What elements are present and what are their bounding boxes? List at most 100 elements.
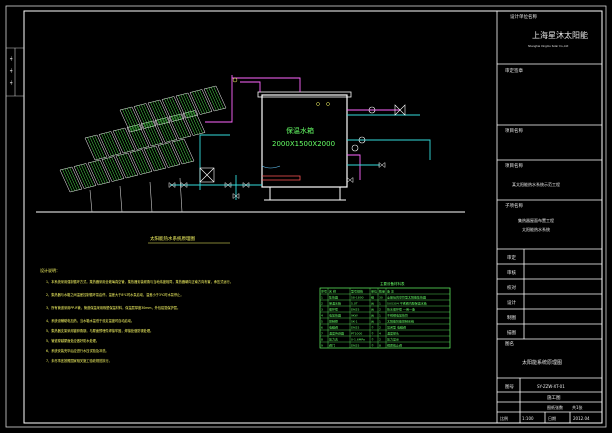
pump-station [199,167,215,183]
scale-value: 1:100 [522,416,534,421]
collector-supports [89,177,183,213]
scale-label: 比例 [500,415,508,421]
note-line-0: 1、本系统采用强制循环方式，集热器采用全玻璃真空管，集热器安装倾角与当地纬度相同… [46,279,233,284]
table-cell: 7 [321,332,323,336]
table-header-cell: 备 注 [387,289,394,294]
collector-panel [133,103,157,129]
table-cell: PT1000 [351,332,362,336]
binding-strip [6,47,24,97]
table-cell: 铜质截止阀 [387,343,402,348]
sheet-label: 图纸张数 [547,404,563,410]
note-line-2: 3、所有管道采用PP-R管，管道保温采用橡塑保温材料，保温层厚度30mm，外包铝… [46,305,180,310]
tank-label: 保温水箱 [286,126,314,135]
pressure-gauges [232,77,330,106]
table-cell: 个 [371,338,374,342]
note-line-3: 4、系统设辅助电加热，当水箱水温低于设定温度时自动启动。 [46,318,134,323]
hot-water-pipes [205,75,400,180]
collector-panel [119,106,143,133]
table-cell: 2 [379,338,381,342]
svg-text:╪: ╪ [9,68,13,73]
outer-frame [5,5,607,428]
title-block [496,11,602,423]
date-value: 2012.04 [573,416,590,421]
stage: 施工图 [547,394,561,401]
project-label: 项目名称 [505,127,523,134]
table-cell: 电加热器 [329,313,341,318]
binding-mark: ╪ [9,56,13,61]
table-cell: 台 [371,301,374,306]
collector-panel [126,124,150,150]
table-cell: 个 [371,326,374,330]
table-cell: 2 [321,302,323,306]
company-name: 上海星沐太阳能 [532,30,588,40]
table-cell: 温度探头 [387,331,399,336]
note-line-6: 6、系统安装完毕后应进行水压试验及冲洗。 [46,348,109,353]
drawing-no: SY-ZZW-XT-01 [537,384,565,389]
drawing-name-label: 图名 [505,340,514,347]
table-cell: 3 [321,308,323,312]
collector-panel [112,127,136,154]
collector-panel [161,96,185,122]
note-line-7: 7、未尽事宜按照国家相关施工验收规范执行。 [46,358,112,363]
table-header-cell: 名 称 [329,289,336,294]
project-name-label: 项目名称 [505,162,523,169]
valve-icon [242,181,250,189]
table-cell: 4 [379,332,381,336]
sign-row-2: 校对 [507,284,516,291]
table-cell: 循环泵 [329,307,338,312]
tank-size: 2000X1500X2000 [272,140,335,148]
table-cell: 9KW [351,314,358,318]
collector-panel [189,89,213,115]
note-line-1: 2、集热器与水箱之间温差控制循环泵启停，温差大于8℃时水泵启动，温差小于3℃时水… [46,292,184,297]
table-cell: 5 [321,320,323,324]
electric-heater [262,175,301,181]
table-cell: 温度传感器 [329,331,344,336]
table-cell: 全玻璃真空管型太阳能集热器 [387,295,426,300]
collector-panel [98,131,122,157]
collector-panel [73,163,97,189]
outlet-valves [351,104,406,152]
table-cell: 6 [321,326,323,330]
table-cell: 台 [371,319,374,324]
valves [168,161,386,200]
sub-value-1: 集热器屋面布置工程 [518,217,554,223]
collector-panel [84,134,108,161]
sign-row-4: 制图 [507,314,516,321]
sheet-value: 共1张 [572,404,583,410]
notes-heading: 设计说明： [40,267,60,273]
diagram-title: 太阳能热水系统原理图 [150,235,195,242]
table-cell: 8 [379,344,381,348]
inner-frame [23,10,603,424]
table-cell: 常闭型 电磁阀 [387,325,406,330]
valve-icon [346,176,354,184]
table-cell: 压力表 [329,337,338,342]
table-cell: 58-1800 [351,296,364,300]
sign-row-0: 审定 [507,254,516,261]
table-cell: 不锈钢电加热管 [387,313,408,318]
date-label: 日期 [548,415,556,421]
table-cell: SK-1 [351,320,358,324]
table-cell: 2 [379,326,381,330]
table-header-cell: 序号 [321,289,327,294]
table-header-cell: 型号规格 [351,289,363,294]
table-cell: 电磁阀 [329,325,338,330]
collector-panel [115,152,139,179]
collector-panel [203,85,227,112]
collector-panel [171,138,195,165]
table-cell: 2 [379,308,381,312]
table-cell: 太阳能智能控制系统 [387,319,414,324]
table-cell: 控制柜 [329,319,338,324]
sub-value-2: 太阳能热水系统 [522,226,550,232]
tb-field-label-top: 设计单位名称 [510,13,537,20]
table-cell: 压力显示 [387,337,399,342]
water-tank [261,94,348,188]
table-cell: 1 [379,302,381,306]
collector-panel [147,99,171,126]
collector-panel [59,166,83,193]
table-cell: 0-1.6MPa [351,338,365,342]
svg-text:╪: ╪ [9,80,13,85]
table-cell: 台 [371,307,374,312]
table-header-cell: 单位 [371,289,377,294]
company-subtitle: Shanghai Xingmu Solar Co.,Ltd [528,44,569,48]
